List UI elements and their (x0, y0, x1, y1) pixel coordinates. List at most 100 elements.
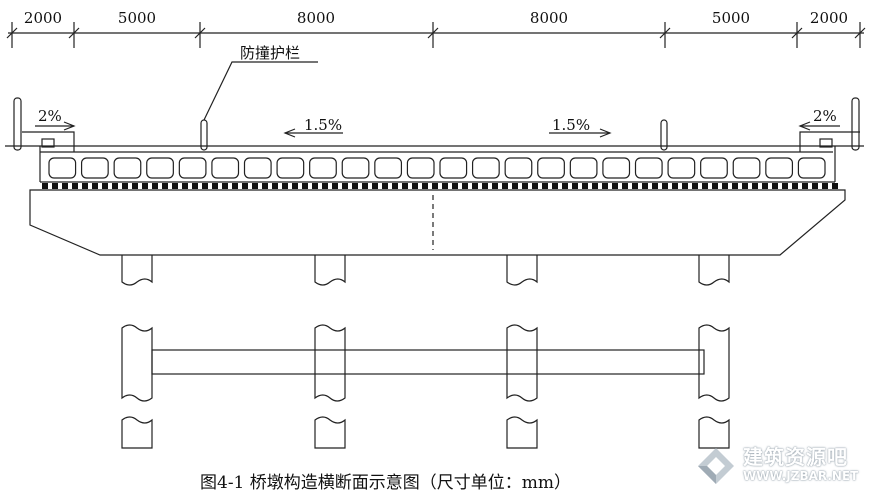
bearing-pad (802, 183, 808, 189)
column-mid (698, 324, 730, 402)
right-railing-post (851, 97, 860, 151)
bearing-pad (282, 183, 288, 189)
bearing-pad (322, 183, 328, 189)
bearing-pad (122, 183, 128, 189)
bearing-pad (442, 183, 448, 189)
slab-cell (439, 157, 468, 179)
slab-cell (341, 157, 370, 179)
column-mid (506, 324, 538, 402)
bearing-pad (72, 183, 78, 189)
slab-cell (471, 157, 500, 179)
bearing-pad (582, 183, 588, 189)
bearing-pad (642, 183, 648, 189)
watermark-logo-icon (698, 448, 734, 484)
guardrail-post-right (660, 119, 668, 151)
bearing-pad (602, 183, 608, 189)
slope-arrowhead (63, 121, 76, 131)
slab-cell (374, 157, 403, 179)
left-sidewalk-curb (22, 131, 75, 152)
bearing-pad (712, 183, 718, 189)
hollow-slab-cells (48, 157, 826, 179)
bearing-pad (662, 183, 668, 189)
bearing-pad (52, 183, 58, 189)
slab-cell (602, 157, 631, 179)
column-stub (506, 255, 538, 286)
bearing-pad (652, 183, 658, 189)
dimension-tick (194, 27, 206, 39)
bearing-pad (612, 183, 618, 189)
dimension-tick (791, 27, 803, 39)
left-railing-post (13, 97, 22, 151)
bearing-pad (82, 183, 88, 189)
slab-cell (634, 157, 663, 179)
bearing-pad (432, 183, 438, 189)
dim-text-right-sidewalk: 2000 (810, 9, 848, 27)
bearing-pad (742, 183, 748, 189)
bearing-pad (362, 183, 368, 189)
bearing-pad (452, 183, 458, 189)
slope-label-left-outer: 2% (38, 107, 62, 125)
bearing-pad (512, 183, 518, 189)
bearing-pad (552, 183, 558, 189)
slope-arrowhead (798, 121, 811, 131)
bearing-pad (772, 183, 778, 189)
bearing-pad (172, 183, 178, 189)
dim-text-right-lane: 8000 (530, 9, 568, 27)
slope-label-right-outer: 2% (813, 107, 837, 125)
guardrail-label: 防撞护栏 (240, 44, 300, 62)
bearing-pad (342, 183, 348, 189)
slab-cell (667, 157, 696, 179)
slab-cell (406, 157, 435, 179)
bearing-pad (262, 183, 268, 189)
lower-column-stubs (121, 416, 730, 449)
bearing-pad (462, 183, 468, 189)
slope-arrowhead (599, 128, 612, 138)
bearing-pad (702, 183, 708, 189)
bearing-pad (492, 183, 498, 189)
bearing-pad (682, 183, 688, 189)
dimension-tick (659, 27, 671, 39)
bearing-pad (302, 183, 308, 189)
bearing-pad (622, 183, 628, 189)
bearing-pad (202, 183, 208, 189)
bearing-pad (502, 183, 508, 189)
dim-text-left-sidewalk: 2000 (24, 9, 62, 27)
tie-beam (151, 349, 705, 375)
columns-with-tie-beam (121, 324, 730, 402)
dimension-tick (427, 27, 439, 39)
bearing-pad (242, 183, 248, 189)
bearing-pad (222, 183, 228, 189)
column-mid (121, 324, 153, 402)
column-base (506, 416, 538, 449)
bearing-pad (232, 183, 238, 189)
slab-cell (732, 157, 761, 179)
bearing-pad (482, 183, 488, 189)
bearing-pad (192, 183, 198, 189)
bearing-pad (562, 183, 568, 189)
column-base (698, 416, 730, 449)
column-stub (314, 255, 346, 286)
bearing-pad (632, 183, 638, 189)
slab-cell (113, 157, 142, 179)
bearing-pad (182, 183, 188, 189)
bearing-pad (422, 183, 428, 189)
left-curb-block (41, 138, 55, 148)
bearing-pad (102, 183, 108, 189)
slab-cell (178, 157, 207, 179)
watermark: 建筑资源吧 WWW.JZBAR.NET (693, 439, 863, 491)
bearing-pad (592, 183, 598, 189)
right-sidewalk-curb (799, 131, 860, 152)
slab-cell (504, 157, 533, 179)
slab-cell (243, 157, 272, 179)
bearing-pad (92, 183, 98, 189)
slope-arrowhead (283, 128, 296, 138)
bearing-pad (792, 183, 798, 189)
bearing-pad (532, 183, 538, 189)
bearing-pad (112, 183, 118, 189)
right-curb-block (819, 138, 833, 148)
bearing-pad (522, 183, 528, 189)
bearing-pad (472, 183, 478, 189)
bearing-pad (732, 183, 738, 189)
bearing-pad (782, 183, 788, 189)
watermark-name: 建筑资源吧 (743, 445, 848, 469)
